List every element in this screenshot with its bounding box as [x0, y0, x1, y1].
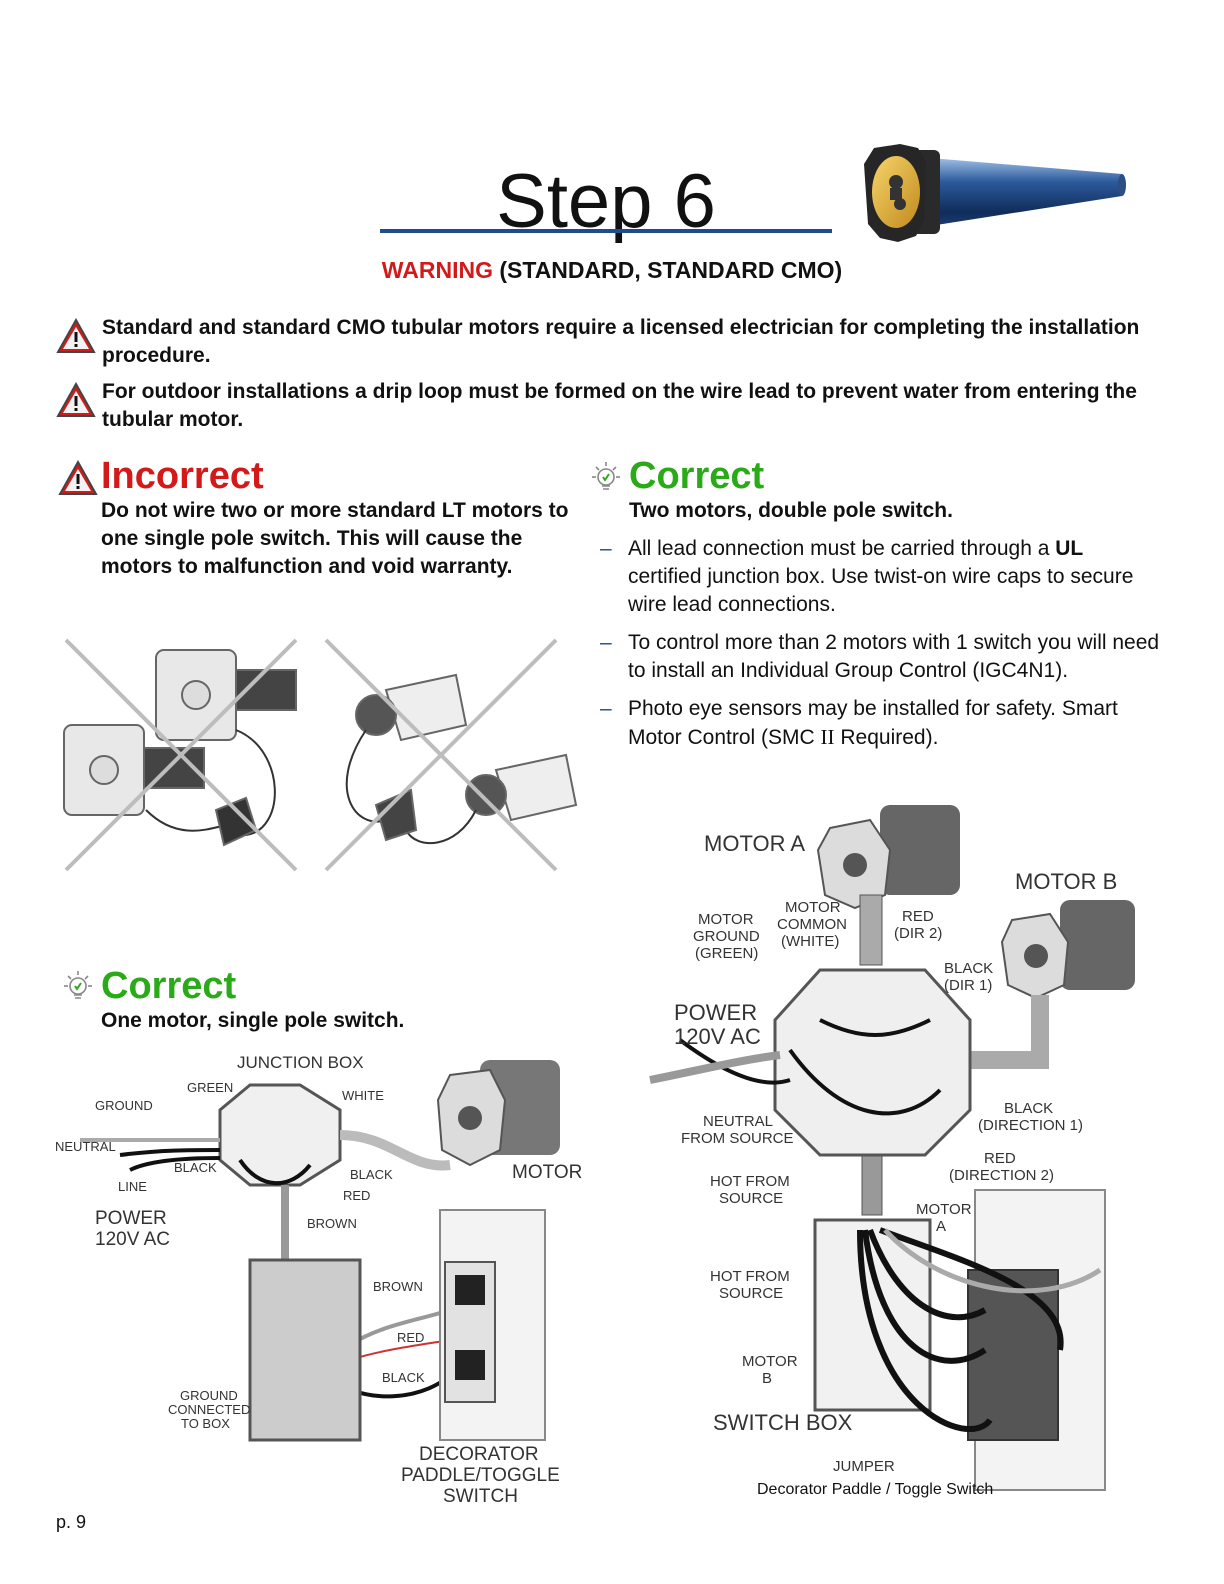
list-item: –Photo eye sensors may be installed for …	[600, 697, 1118, 749]
label-motor-b: MOTOR B	[1015, 869, 1117, 894]
label-black: BLACK	[382, 1370, 425, 1385]
label-motor-a-switch: A	[936, 1218, 946, 1235]
label-brown: BROWN	[373, 1279, 423, 1294]
label-brown: BROWN	[307, 1216, 357, 1231]
correct-one-subheading: One motor, single pole switch.	[101, 1009, 405, 1032]
label-motor-b-switch: MOTOR	[742, 1353, 798, 1370]
label-power: 120V AC	[674, 1024, 761, 1049]
warning-text: For outdoor installations a drip loop mu…	[102, 380, 1137, 431]
warning-scope: (STANDARD, STANDARD CMO)	[492, 257, 843, 283]
label-hot-from-source: SOURCE	[719, 1285, 783, 1302]
label-motor-a: MOTOR A	[704, 831, 805, 856]
label-black-dir-1: BLACK	[944, 960, 993, 977]
label-line: LINE	[118, 1179, 147, 1194]
warning-label: WARNING	[381, 257, 493, 283]
label-hot-from-source: HOT FROM	[710, 1173, 790, 1190]
label-red: RED	[343, 1188, 370, 1203]
label-neutral: FROM SOURCE	[681, 1130, 794, 1147]
label-motor-b-switch: B	[762, 1370, 772, 1387]
correct-two-heading: Correct	[629, 455, 765, 497]
label-black-direction-1: (DIRECTION 1)	[978, 1117, 1083, 1134]
label-ground: GROUND	[95, 1098, 153, 1113]
list-item: –To control more than 2 motors with 1 sw…	[600, 631, 1160, 682]
lightbulb-icon	[64, 971, 92, 999]
label-red-dir-2: RED	[902, 908, 934, 925]
label-decorator: DECORATOR	[419, 1444, 539, 1465]
correct-one-heading: Correct	[101, 965, 237, 1007]
page-number: p. 9	[56, 1512, 87, 1532]
warning-triangle-icon	[58, 460, 98, 495]
two-motor-wiring-diagram: MOTOR A MOTOR B POWER 120V AC SWITCH BOX…	[649, 805, 1135, 1491]
label-green: GREEN	[187, 1080, 233, 1095]
label-red-direction-2: (DIRECTION 2)	[949, 1167, 1054, 1184]
label-black: BLACK	[174, 1160, 217, 1175]
correct-two-subheading: Two motors, double pole switch.	[629, 499, 953, 522]
label-junction-box: JUNCTION BOX	[237, 1053, 364, 1072]
label-white: WHITE	[342, 1088, 384, 1103]
label-motor-ground: (GREEN)	[695, 945, 758, 962]
incorrect-wiring-illustration	[63, 638, 578, 872]
warning-text: Standard and standard CMO tubular motors…	[102, 316, 1140, 367]
label-hot-from-source: SOURCE	[719, 1190, 783, 1207]
label-neutral: NEUTRAL	[55, 1139, 116, 1154]
warning-heading: WARNING (STANDARD, STANDARD CMO)	[0, 257, 1224, 284]
list-item: –All lead connection must be carried thr…	[600, 537, 1134, 616]
label-red: RED	[397, 1330, 424, 1345]
label-motor-ground: GROUND	[693, 928, 760, 945]
label-red-dir-2: (DIR 2)	[894, 925, 942, 942]
label-motor-common: (WHITE)	[781, 933, 839, 950]
label-motor-common: MOTOR	[785, 899, 841, 916]
label-ground-connected: TO BOX	[181, 1416, 230, 1431]
label-black-direction-1: BLACK	[1004, 1100, 1053, 1117]
label-motor-a-switch: MOTOR	[916, 1201, 972, 1218]
label-power: POWER	[674, 1000, 757, 1025]
label-power: 120V AC	[95, 1229, 170, 1250]
incorrect-text: Do not wire two or more standard LT moto…	[101, 499, 569, 578]
label-ground-connected: GROUND	[180, 1388, 238, 1403]
label-black-dir-1: (DIR 1)	[944, 977, 992, 994]
lightbulb-icon	[592, 462, 620, 490]
single-motor-wiring-diagram: JUNCTION BOX GREEN WHITE GROUND NEUTRAL …	[55, 1053, 582, 1507]
warning-item: For outdoor installations a drip loop mu…	[56, 378, 1176, 434]
label-motor-ground: MOTOR	[698, 911, 754, 928]
tubular-motor-image	[864, 144, 1126, 242]
correct-two-bullets: –All lead connection must be carried thr…	[592, 535, 1162, 762]
warning-item: Standard and standard CMO tubular motors…	[56, 314, 1176, 370]
label-hot-from-source: HOT FROM	[710, 1268, 790, 1285]
label-power: POWER	[95, 1208, 167, 1229]
diagram-caption: Decorator Paddle / Toggle Switch	[757, 1481, 994, 1498]
label-switch-box: SWITCH BOX	[713, 1410, 853, 1435]
label-red-direction-2: RED	[984, 1150, 1016, 1167]
label-jumper: JUMPER	[833, 1458, 895, 1475]
label-decorator: SWITCH	[443, 1486, 518, 1507]
title-underline	[380, 229, 832, 233]
label-neutral: NEUTRAL	[703, 1113, 773, 1130]
warning-triangle-icon	[56, 318, 96, 353]
label-motor-common: COMMON	[777, 916, 847, 933]
warning-triangle-icon	[56, 382, 96, 417]
page-title: Step 6	[496, 159, 716, 244]
incorrect-heading: Incorrect	[101, 455, 264, 497]
label-black: BLACK	[350, 1167, 393, 1182]
label-ground-connected: CONNECTED	[168, 1402, 250, 1417]
label-decorator: PADDLE/TOGGLE	[401, 1465, 560, 1486]
label-motor: MOTOR	[512, 1162, 582, 1183]
